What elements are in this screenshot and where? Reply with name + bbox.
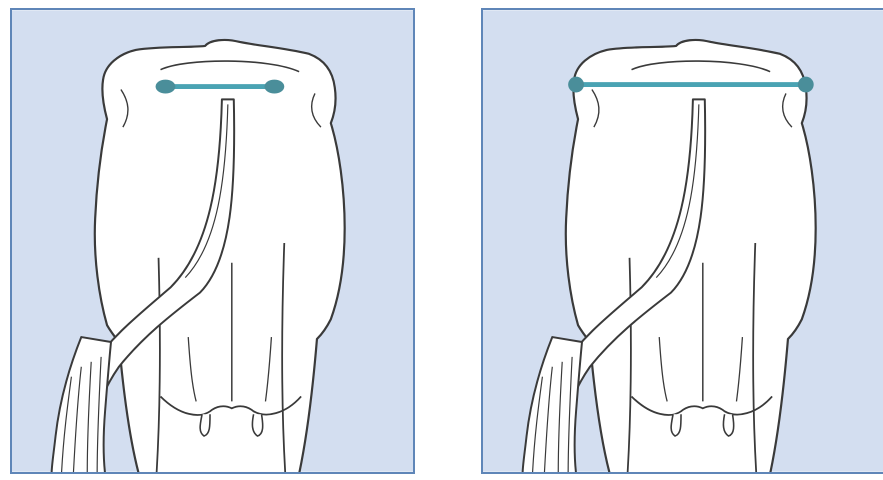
left-hip-marker: [568, 77, 584, 93]
pin-width-panel: [10, 8, 415, 474]
hip-width-panel: [481, 8, 883, 474]
cow-rear-hip-width-diagram: [483, 10, 883, 472]
right-hip-marker: [798, 77, 814, 93]
right-pin-bone-marker: [264, 80, 284, 94]
cow-rear-pin-width-diagram: [12, 10, 413, 472]
left-pin-bone-marker: [156, 80, 176, 94]
